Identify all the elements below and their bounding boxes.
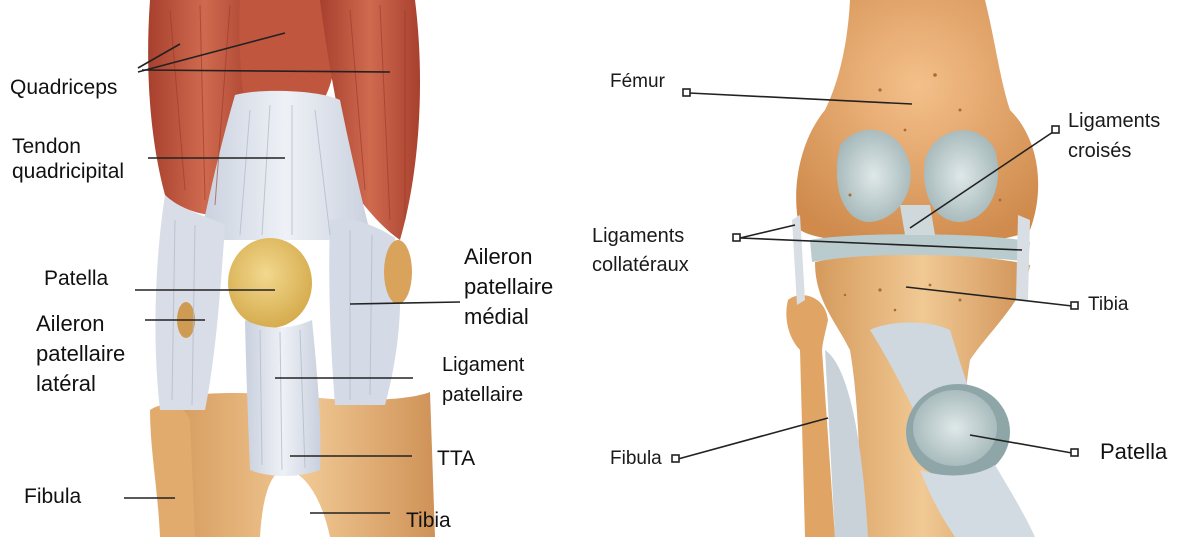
medial-collateral-ligament [1016,215,1030,300]
label-patella-right: Patella [1100,439,1167,464]
label-femur: Fémur [610,70,665,94]
patellar-ligament-shape [245,320,321,476]
lateral-retinaculum-shape [155,195,225,410]
right-knee-illustration [672,0,1078,537]
label-aileron-medial: Aileron patellaire médial [464,242,553,332]
label-tibia-right: Tibia [1088,293,1128,317]
left-patella-bone [228,238,312,328]
label-fibula-left: Fibula [24,484,81,509]
label-ligament-patellaire: Ligament patellaire [442,350,524,410]
right-patella-cartilage [913,390,997,466]
label-tendon-quadricipital: Tendon quadricipital [12,134,124,184]
label-quadriceps: Quadriceps [10,75,117,100]
label-tta: TTA [437,446,475,471]
label-aileron-lateral: Aileron patellaire latéral [36,309,125,399]
medial-fat-pad [384,240,412,304]
label-tibia-left: Tibia [406,508,451,533]
cruciate-ligaments [900,205,935,235]
right-fibula-bone [786,295,835,537]
label-fibula-right: Fibula [610,447,662,471]
left-knee-anterior-illustration [124,0,460,537]
label-ligaments-croises: Ligaments croisés [1068,106,1160,166]
label-patella-left: Patella [44,266,108,291]
left-fibula-bone [150,405,195,537]
label-ligaments-collateraux: Ligaments collatéraux [592,222,689,280]
